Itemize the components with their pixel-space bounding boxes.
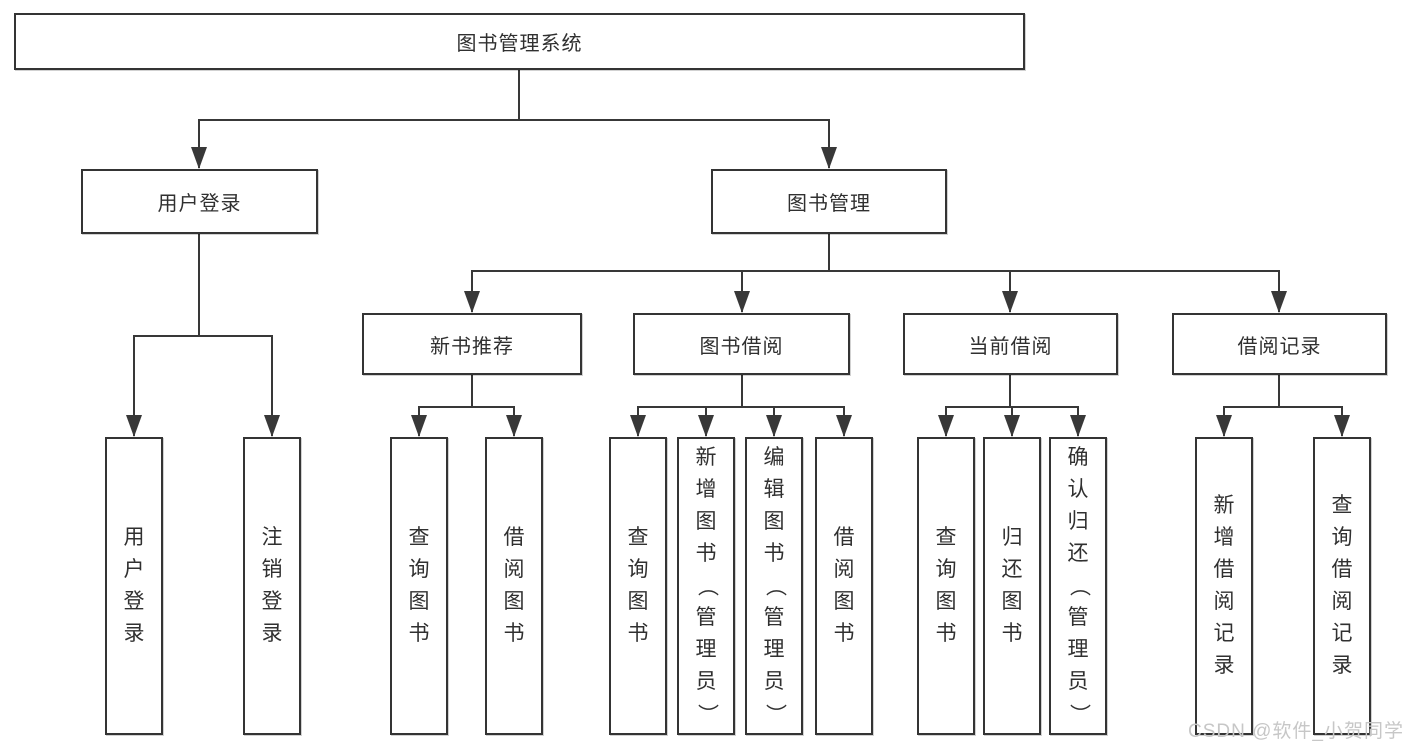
node-current-borrow: 当前借阅 — [903, 313, 1118, 375]
leaf-add-borrow-record: 新增借阅记录 — [1195, 437, 1253, 735]
leaf-edit-book-admin: 编辑图书（管理员） — [745, 437, 803, 735]
leaf-query-books-1-label: 查询图书 — [408, 526, 430, 645]
leaf-query-books-1: 查询图书 — [390, 437, 448, 735]
leaf-query-borrow-record: 查询借阅记录 — [1313, 437, 1371, 735]
leaf-query-books-2: 查询图书 — [609, 437, 667, 735]
leaf-confirm-return-admin: 确认归还（管理员） — [1049, 437, 1107, 735]
node-book-borrow-label: 图书借阅 — [699, 335, 784, 358]
node-book-borrow: 图书借阅 — [633, 313, 850, 375]
node-root-label: 图书管理系统 — [456, 33, 583, 55]
node-current-borrow-label: 当前借阅 — [968, 335, 1053, 358]
leaf-add-book-admin-label: 新增图书（管理员） — [695, 446, 718, 725]
leaf-query-books-3: 查询图书 — [917, 437, 975, 735]
node-borrow-records: 借阅记录 — [1172, 313, 1387, 375]
leaf-query-borrow-record-label: 查询借阅记录 — [1331, 494, 1353, 677]
leaf-logout-label: 注销登录 — [261, 526, 283, 645]
leaf-user-login: 用户登录 — [105, 437, 163, 735]
leaf-add-borrow-record-label: 新增借阅记录 — [1213, 494, 1235, 677]
leaf-borrow-books-2: 借阅图书 — [815, 437, 873, 735]
node-book-management: 图书管理 — [711, 169, 947, 234]
leaf-return-books-label: 归还图书 — [1001, 526, 1023, 645]
watermark: CSDN @软件_小贺同学 — [1188, 721, 1404, 742]
node-new-book-recommend: 新书推荐 — [362, 313, 582, 375]
leaf-edit-book-admin-label: 编辑图书（管理员） — [763, 446, 786, 725]
leaf-query-books-2-label: 查询图书 — [627, 526, 649, 645]
node-user-login: 用户登录 — [81, 169, 318, 234]
node-user-login-label: 用户登录 — [157, 193, 242, 215]
leaf-add-book-admin: 新增图书（管理员） — [677, 437, 735, 735]
leaf-borrow-books-2-label: 借阅图书 — [833, 526, 855, 645]
node-new-book-recommend-label: 新书推荐 — [430, 335, 514, 358]
leaf-return-books: 归还图书 — [983, 437, 1041, 735]
node-borrow-records-label: 借阅记录 — [1237, 335, 1322, 358]
leaf-confirm-return-admin-label: 确认归还（管理员） — [1067, 446, 1090, 725]
leaf-user-login-label: 用户登录 — [123, 526, 145, 645]
node-root: 图书管理系统 — [14, 13, 1025, 70]
leaf-borrow-books-1-label: 借阅图书 — [503, 526, 525, 645]
leaf-logout: 注销登录 — [243, 437, 301, 735]
node-book-management-label: 图书管理 — [787, 193, 871, 215]
leaf-query-books-3-label: 查询图书 — [935, 526, 957, 645]
leaf-borrow-books-1: 借阅图书 — [485, 437, 543, 735]
